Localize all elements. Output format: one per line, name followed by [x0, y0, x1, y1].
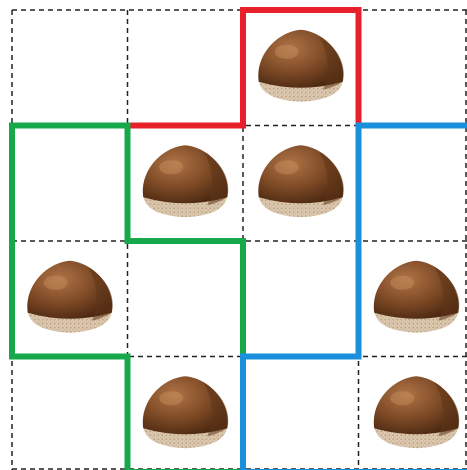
chestnut-icon	[258, 145, 343, 217]
chestnut-icon	[143, 376, 228, 448]
chestnut-icon	[374, 261, 459, 333]
chestnut-icon	[143, 145, 228, 217]
chestnut-icon	[258, 30, 343, 102]
chestnut-icon	[27, 261, 112, 333]
chestnut-icon	[374, 376, 459, 448]
